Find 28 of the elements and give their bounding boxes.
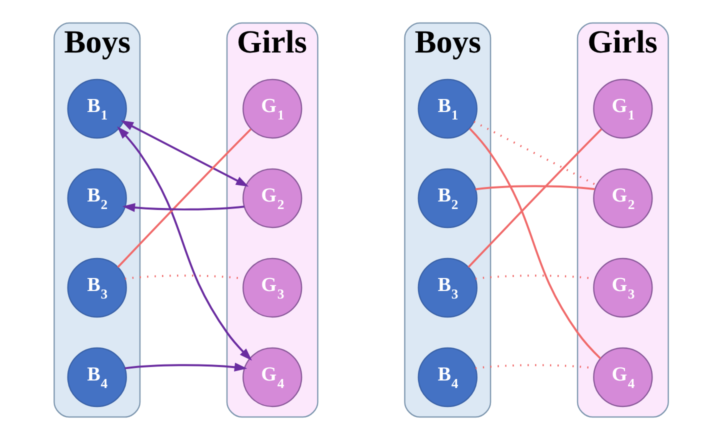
node-circle: G$_{2}$ xyxy=(593,168,653,228)
node-circle: G$_{3}$ xyxy=(593,258,653,318)
node-circle: G$_{3}$ xyxy=(242,258,302,318)
connector xyxy=(124,274,244,280)
connector xyxy=(475,185,595,190)
node-circle: B$_{1}$ xyxy=(67,78,127,139)
connector xyxy=(475,274,595,280)
node-circle: G$_{1}$ xyxy=(593,78,653,139)
node-circle: B$_{1}$ xyxy=(418,78,478,139)
connector xyxy=(468,128,602,268)
connector xyxy=(117,128,252,268)
arrow xyxy=(122,203,244,212)
node-circle: G$_{4}$ xyxy=(593,347,653,408)
node-circle: B$_{2}$ xyxy=(67,168,127,228)
node-circle: B$_{4}$ xyxy=(67,347,127,408)
connector xyxy=(469,128,602,360)
arrow xyxy=(124,362,248,372)
node-circle: B$_{3}$ xyxy=(418,258,478,318)
node-circle: G$_{1}$ xyxy=(242,78,302,139)
node-circle: G$_{2}$ xyxy=(242,168,302,228)
arrow xyxy=(117,126,252,361)
node-circle: G$_{4}$ xyxy=(242,347,302,408)
connector xyxy=(474,120,597,186)
connector xyxy=(475,364,595,370)
arrow xyxy=(120,120,249,187)
node-circle: B$_{3}$ xyxy=(67,258,127,318)
node-circle: B$_{4}$ xyxy=(418,347,478,408)
node-circle: B$_{2}$ xyxy=(418,168,478,228)
